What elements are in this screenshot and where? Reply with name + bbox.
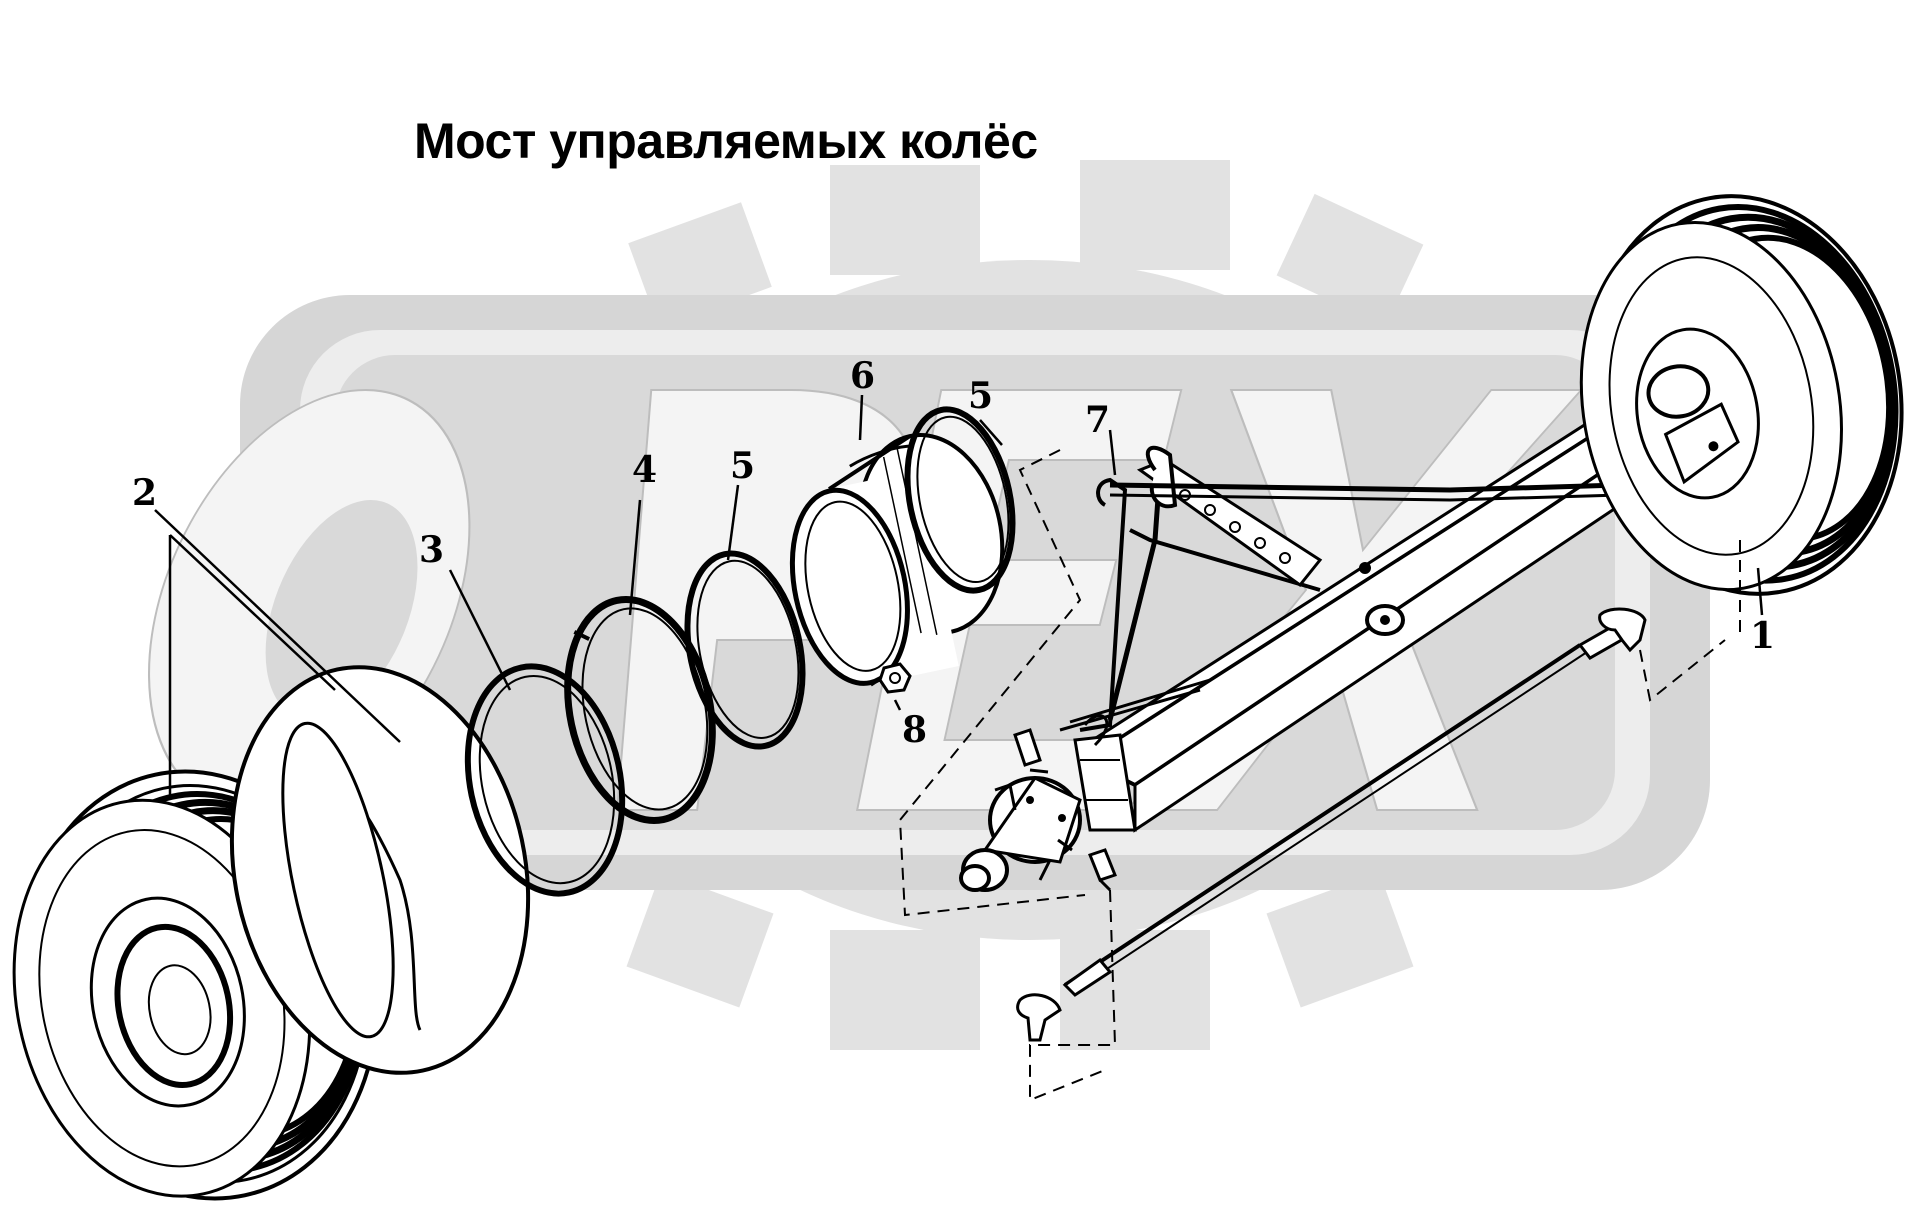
leader-lines <box>154 394 1764 800</box>
right-tyre <box>1579 194 1904 596</box>
part-flap-ring <box>464 663 626 897</box>
left-hub <box>959 728 1117 892</box>
part-tube <box>229 665 531 1075</box>
part-rim <box>789 433 1005 687</box>
callout-7: 7 <box>1085 399 1110 441</box>
callout-8: 8 <box>902 709 927 751</box>
callout-1: 1 <box>1750 615 1775 657</box>
part-seal-ring-right <box>904 406 1016 594</box>
callout-3: 3 <box>419 529 444 571</box>
callout-4: 4 <box>632 449 657 491</box>
callout-5-right: 5 <box>968 375 993 417</box>
tie-rod <box>1016 607 1647 1042</box>
drawbar-frame <box>1059 445 1621 747</box>
diagram-title: Мост управляемых колёс <box>414 113 1038 169</box>
assembly-dashed-lines <box>898 449 1741 1102</box>
part-seal-ring-left <box>684 550 806 750</box>
callout-2: 2 <box>132 472 157 514</box>
callout-6: 6 <box>850 355 875 397</box>
callout-labels: 1 2 3 4 5 5 6 7 8 <box>132 355 1775 751</box>
part-wheel-nut <box>878 662 912 694</box>
callout-5-left: 5 <box>730 445 755 487</box>
